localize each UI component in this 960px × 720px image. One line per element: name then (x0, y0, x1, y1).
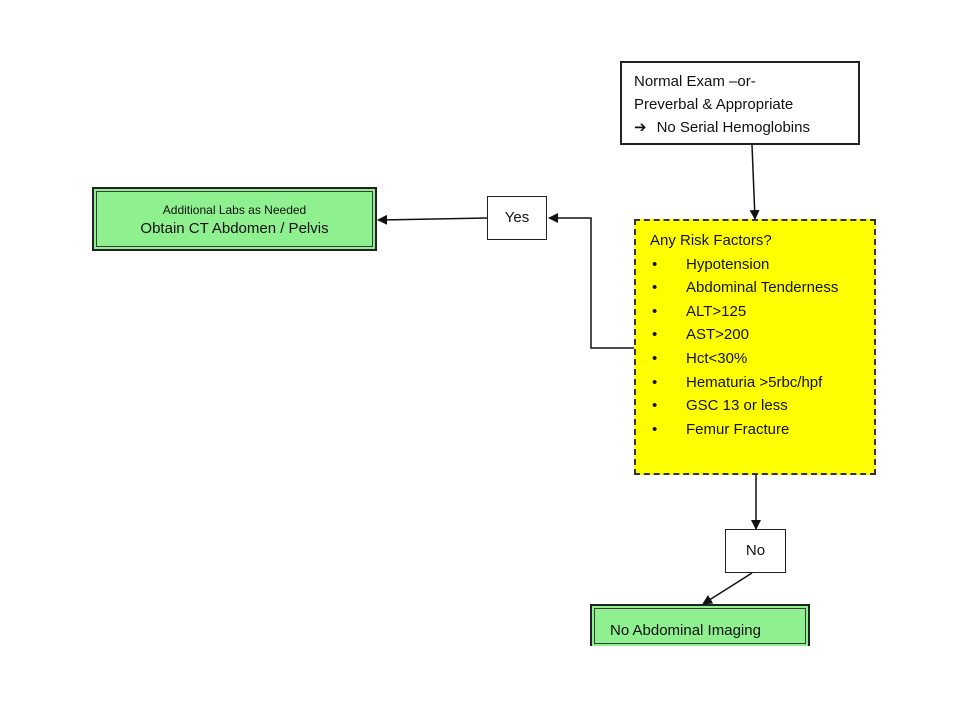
risk-factor-item: Hypotension (650, 253, 864, 277)
start-line-3-text: No Serial Hemoglobins (656, 119, 810, 136)
yes-branch-label: Yes (487, 196, 547, 240)
risk-title: Any Risk Factors? (650, 232, 772, 249)
start-line-3: ➔ No Serial Hemoglobins (634, 116, 848, 139)
risk-factor-item: GSC 13 or less (650, 394, 864, 418)
risk-factor-item: Hct<30% (650, 347, 864, 371)
decision-node-risk-factors: Any Risk Factors? Hypotension Abdominal … (634, 219, 876, 475)
connector-no-to-imaging (702, 572, 753, 605)
outcome-node-ct-abdomen: Additional Labs as Needed Obtain CT Abdo… (92, 187, 377, 251)
ct-line-2: Obtain CT Abdomen / Pelvis (140, 220, 329, 237)
connector-yes-to-ct (377, 214, 488, 225)
risk-factor-item: Femur Fracture (650, 418, 864, 442)
start-line-2: Preverbal & Appropriate (634, 96, 794, 113)
risk-factor-item: ALT>125 (650, 300, 864, 324)
risk-factor-item: Abdominal Tenderness (650, 276, 864, 300)
connector-start-to-risk (749, 144, 760, 220)
no-branch-label: No (725, 529, 786, 573)
risk-factor-item: AST>200 (650, 323, 864, 347)
risk-factor-list: Hypotension Abdominal Tenderness ALT>125… (650, 253, 864, 442)
risk-factor-item: Hematuria >5rbc/hpf (650, 371, 864, 395)
right-arrow-icon: ➔ (634, 119, 647, 136)
outcome-node-no-imaging: No Abdominal Imaging (590, 604, 810, 646)
ct-line-1: Additional Labs as Needed (162, 203, 307, 217)
connector-risk-to-yes (548, 213, 634, 349)
start-node-normal-exam: Normal Exam –or- Preverbal & Appropriate… (620, 61, 860, 145)
start-line-1: Normal Exam –or- (634, 73, 756, 90)
